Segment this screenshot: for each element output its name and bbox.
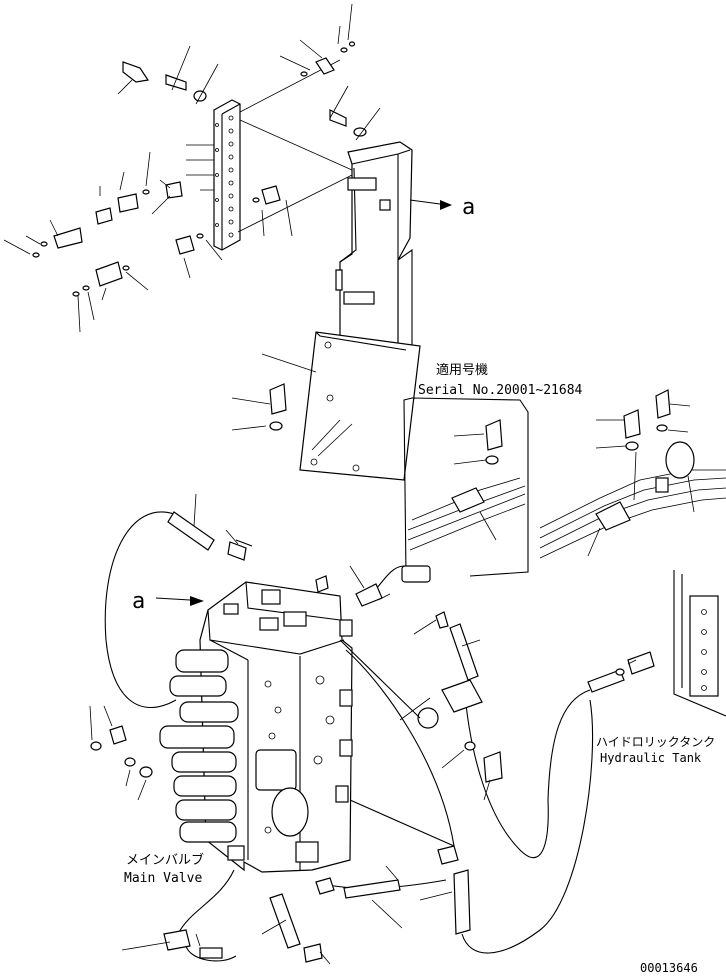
serial-jp: 適用号機 (436, 362, 488, 378)
tank-jp: ハイドロリックタンク (596, 735, 715, 749)
arrow-to-valve (155, 596, 204, 606)
hydraulic-tank (673, 570, 726, 717)
pipes-right (539, 389, 726, 559)
leaders-panel (231, 353, 317, 431)
serial-no: Serial No.20001~21684 (418, 383, 583, 398)
small-parts-left (89, 705, 153, 801)
valve-en: Main Valve (124, 871, 202, 886)
marker-a-top: a (462, 195, 475, 220)
fittings-top (32, 41, 367, 297)
main-valve (159, 575, 353, 873)
arrow-to-a (409, 199, 452, 210)
leaders-top (3, 3, 381, 333)
drawing-number: 00013646 (640, 961, 698, 975)
bolt-washer-panel (269, 383, 287, 431)
leaders-lower (121, 493, 637, 965)
tank-en: Hydraulic Tank (600, 751, 702, 765)
valve-jp: メインバルブ (126, 852, 204, 868)
panel-bracket (299, 141, 421, 481)
manifold-block (186, 59, 353, 251)
marker-a-left: a (132, 589, 145, 614)
serial-inset (403, 397, 529, 577)
